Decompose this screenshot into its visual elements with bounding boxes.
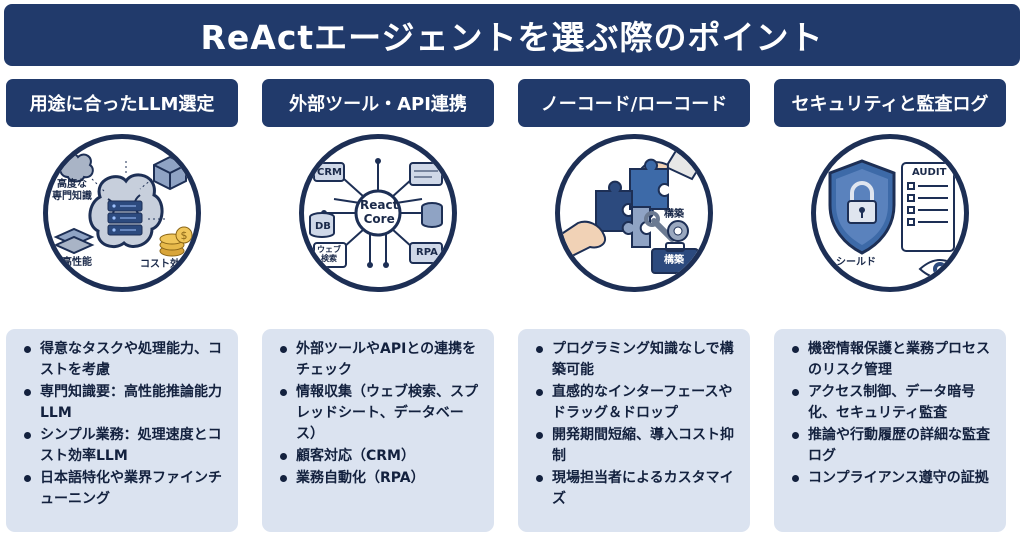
column-security-audit: セキュリティと監査ログ AUDIT シールド 機密情報保 [774, 0, 1006, 546]
column-llm-selection: 用途に合ったLLM選定 $ [6, 0, 238, 546]
bullet-panel: 外部ツールやAPIとの連携をチェック 情報収集（ウェブ検索、スプレッドシート、デ… [262, 329, 494, 532]
title-banner: ReActエージェントを選ぶ際のポイント [4, 4, 1020, 66]
bullet-item: 専門知識要：高性能推論能力LLM [22, 382, 228, 424]
label-db: DB [315, 221, 331, 232]
bullet-item: 業務自動化（RPA） [278, 468, 484, 489]
label-build-toolbox: 構築 [664, 255, 684, 266]
column-no-code: ノーコード/ローコード 構築 構築 [518, 0, 750, 546]
label-shield: シールド [836, 257, 876, 268]
bullet-item: アクセス制御、データ暗号化、セキュリティ監査 [790, 382, 996, 424]
shield-audit-illustration [828, 159, 962, 279]
label-rpa: RPA [416, 247, 438, 258]
bullet-item: 外部ツールやAPIとの連携をチェック [278, 339, 484, 381]
bullet-panel: 機密情報保護と業務プロセスのリスク管理 アクセス制御、データ暗号化、セキュリティ… [774, 329, 1006, 532]
label-cost-efficiency: コスト効率 [140, 259, 190, 270]
page-title: ReActエージェントを選ぶ際のポイント [200, 18, 824, 57]
bullet-item: 機密情報保護と業務プロセスのリスク管理 [790, 339, 996, 381]
bullet-item: コンプライアンス遵守の証拠 [790, 468, 996, 489]
bullet-item: 顧客対応（CRM） [278, 446, 484, 467]
label-crm: CRM [317, 167, 342, 178]
label-build-gear: 構築 [664, 209, 684, 220]
bullet-item: 情報収集（ウェブ検索、スプレッドシート、データベース） [278, 382, 484, 445]
bullet-item: 日本語特化や業界ファインチューニング [22, 468, 228, 510]
bullet-item: 得意なタスクや処理能力、コストを考慮 [22, 339, 228, 381]
bullet-item: シンプル業務：処理速度とコスト効率LLM [22, 425, 228, 467]
column-tool-integration: 外部ツール・API連携 [262, 0, 494, 546]
label-performance: 高性能 [62, 257, 92, 268]
bullet-item: 開発期間短縮、導入コスト抑制 [534, 425, 740, 467]
network-hub-illustration [309, 158, 443, 268]
brain-server-illustration: $ [53, 153, 193, 257]
label-audit: AUDIT [912, 167, 947, 178]
label-web-search: ウェブ検索 [317, 245, 341, 264]
bullet-panel: プログラミング知識なしで構築可能 直感的なインターフェースやドラッグ＆ドロップ … [518, 329, 750, 532]
column-heading: 外部ツール・API連携 [262, 79, 494, 127]
column-heading: セキュリティと監査ログ [774, 79, 1006, 127]
column-heading: ノーコード/ローコード [518, 79, 750, 127]
bullet-item: 直感的なインターフェースやドラッグ＆ドロップ [534, 382, 740, 424]
column-heading: 用途に合ったLLM選定 [6, 79, 238, 127]
puzzle-hands-illustration [560, 139, 708, 274]
puzzle-hands-icon: 構築 構築 [555, 134, 713, 292]
label-expert-knowledge: 高度な専門知識 [52, 179, 92, 202]
bullet-item: プログラミング知識なしで構築可能 [534, 339, 740, 381]
bullet-item: 推論や行動履歴の詳細な監査ログ [790, 425, 996, 467]
shield-audit-icon: AUDIT シールド [811, 134, 969, 292]
bullet-item: 現場担当者によるカスタマイズ [534, 468, 740, 510]
brain-server-icon: $ 高度な専門知識 高性能 コスト効率 [43, 134, 201, 292]
bullet-panel: 得意なタスクや処理能力、コストを考慮 専門知識要：高性能推論能力LLM シンプル… [6, 329, 238, 532]
svg-text:$: $ [181, 229, 188, 242]
